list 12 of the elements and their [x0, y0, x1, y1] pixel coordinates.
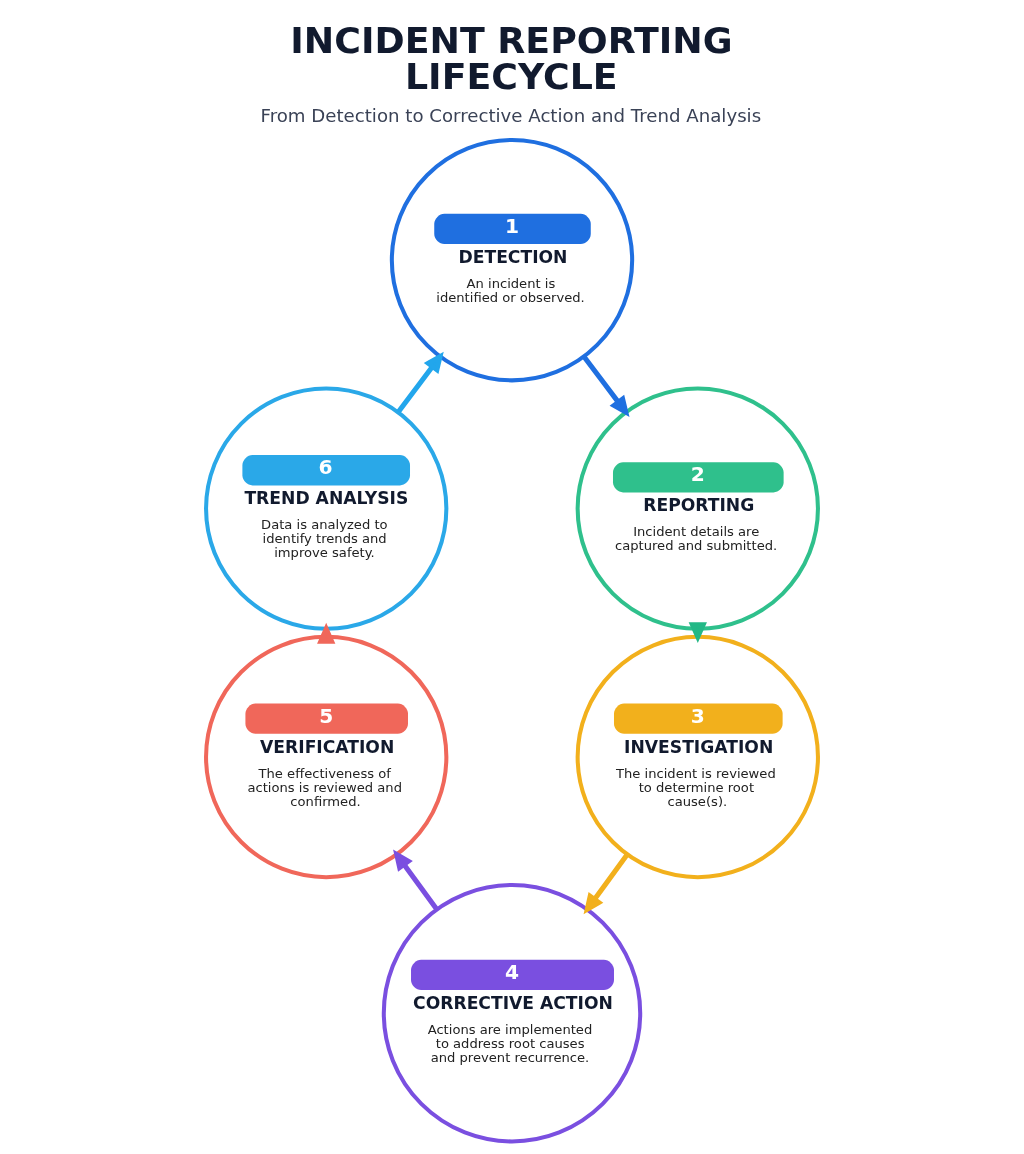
arrow: [582, 355, 630, 417]
arrow: [396, 351, 444, 414]
node-circle: 1 DETECTION An incident is identified or observed.: [389, 138, 635, 383]
node-circle: 4 CORRECTIVE ACTION Actions are implemented to address root causes and prevent recurrence.: [381, 883, 643, 1144]
arrow: [317, 622, 336, 644]
diagram-title: INCIDENT REPORTING LIFECYCLE: [290, 18, 733, 99]
caption: From Detection to Corrective Action and Trend Analysis: [260, 105, 762, 127]
node-circle: 6 TREND ANALYSIS Data is analyzed to identify trends and improve safety.: [204, 386, 449, 631]
arrow: [688, 622, 707, 644]
node-circle: 3 INVESTIGATION The incident is reviewed to determine root cause(s).: [575, 634, 820, 880]
arrow: [583, 853, 630, 915]
arrow: [393, 849, 439, 911]
